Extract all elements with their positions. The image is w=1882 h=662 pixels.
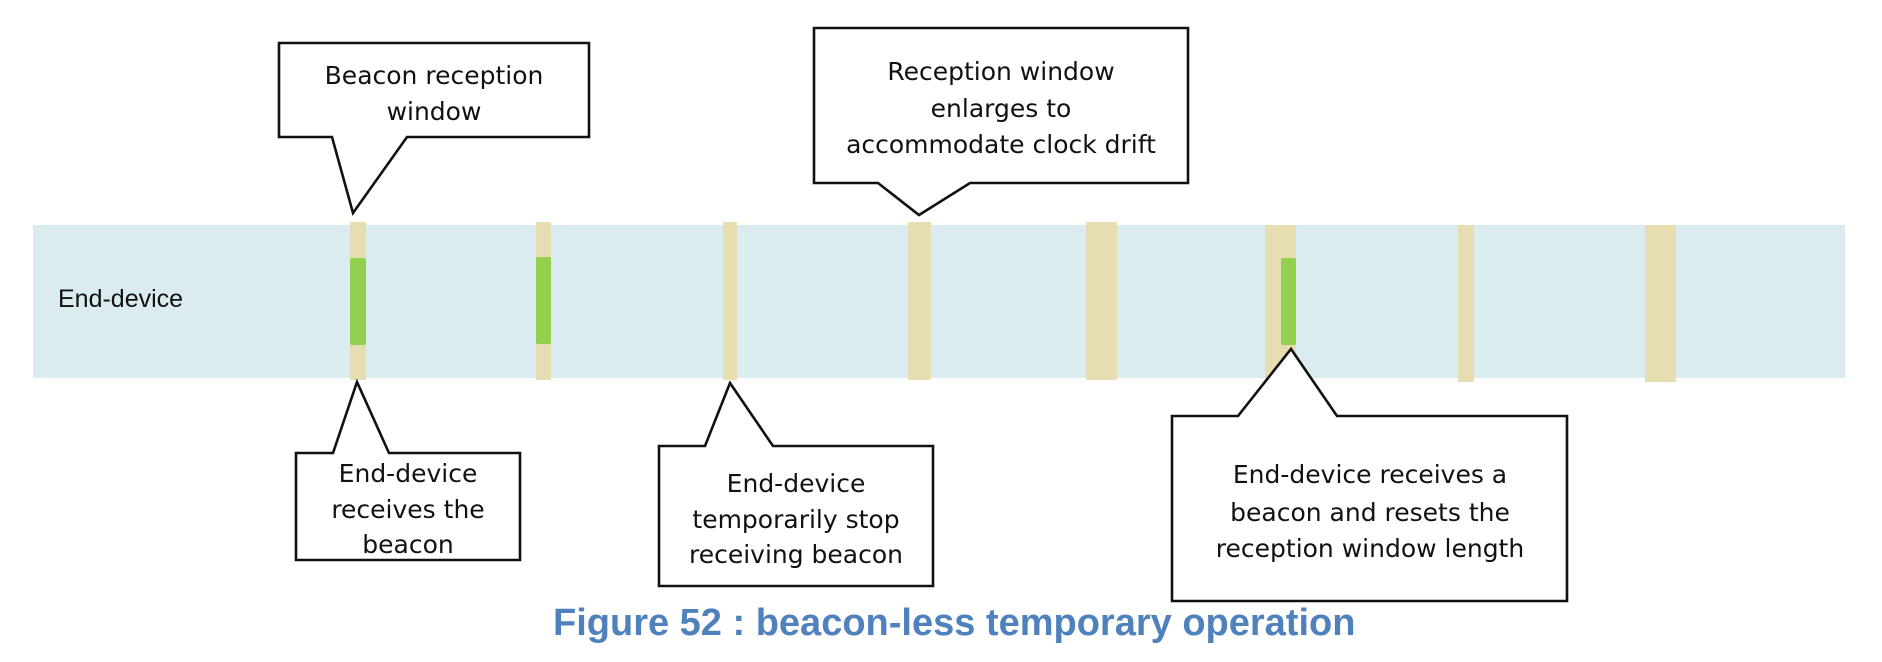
reception-window-7 — [1458, 225, 1474, 382]
callout-line: End-device — [339, 459, 478, 488]
reception-window-5 — [1086, 222, 1117, 380]
beacon-received-1 — [350, 258, 366, 345]
callout-line: accommodate clock drift — [846, 130, 1156, 159]
reception-window-4 — [908, 222, 931, 380]
callout-line: Beacon reception — [325, 61, 544, 90]
callout-line: receiving beacon — [689, 540, 903, 569]
callout-line: beacon — [362, 530, 453, 559]
beacon-received-6 — [1281, 258, 1296, 345]
end-device-lane — [33, 225, 1845, 378]
callout-line: beacon and resets the — [1230, 498, 1510, 527]
callout-shape — [277, 41, 591, 216]
callout-line: Reception window — [887, 57, 1114, 86]
callout-receives-beacon: End-device receives the beacon — [294, 378, 522, 562]
callout-line: receives the — [331, 495, 484, 524]
callout-line: End-device receives a — [1233, 460, 1507, 489]
callout-shape — [294, 378, 522, 562]
figure-caption: Figure 52 : beacon-less temporary operat… — [553, 602, 1355, 644]
reception-windows — [350, 222, 1676, 382]
lane-label: End-device — [58, 285, 183, 313]
callout-window-enlarges: Reception window enlarges to accommodate… — [812, 26, 1190, 217]
callout-shape — [1170, 346, 1569, 603]
reception-window-8 — [1645, 225, 1676, 382]
callout-line: enlarges to — [931, 94, 1072, 123]
beacon-received-2 — [536, 257, 551, 344]
callout-line: temporarily stop — [692, 505, 899, 534]
callout-stops-receiving: End-device temporarily stop receiving be… — [657, 380, 935, 588]
callout-resets-window: End-device receives a beacon and resets … — [1170, 346, 1569, 603]
reception-window-3 — [723, 222, 737, 380]
callout-shape — [812, 26, 1190, 217]
callout-line: reception window length — [1216, 534, 1524, 563]
callout-line: window — [387, 97, 482, 126]
callout-beacon-reception-window: Beacon reception window — [277, 41, 591, 216]
callout-line: End-device — [727, 469, 866, 498]
callout-shape — [657, 380, 935, 588]
